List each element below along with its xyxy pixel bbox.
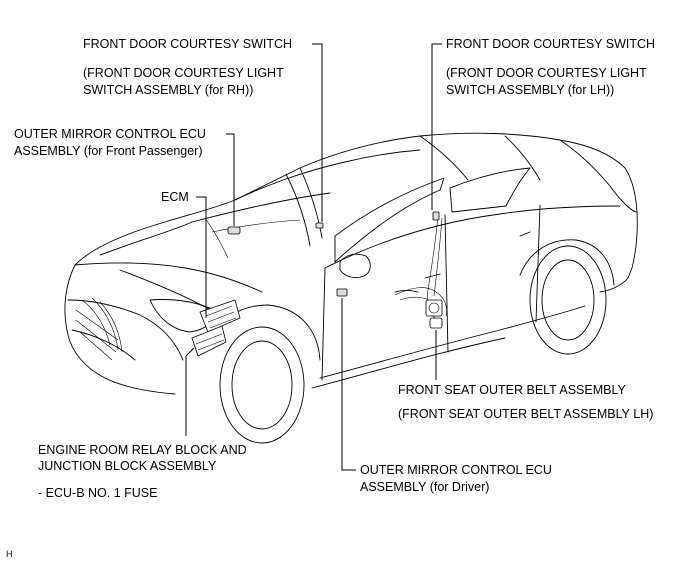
mirror-ecu-driver-part bbox=[336, 288, 348, 297]
component-markers bbox=[191, 211, 443, 357]
courtesy-switch-lh-sub2: SWITCH ASSEMBLY (for LH)) bbox=[446, 83, 614, 97]
seat-belt-line2: (FRONT SEAT OUTER BELT ASSEMBLY LH) bbox=[398, 407, 653, 421]
mirror-ecu-passenger-part bbox=[227, 226, 241, 235]
mirror-ecu-driver-line1: OUTER MIRROR CONTROL ECU bbox=[360, 463, 552, 477]
ecm-relay-block-part bbox=[191, 299, 241, 357]
courtesy-switch-lh-title: FRONT DOOR COURTESY SWITCH bbox=[446, 37, 655, 51]
courtesy-switch-rh-sub1: (FRONT DOOR COURTESY LIGHT bbox=[83, 66, 284, 80]
relay-block-line1: ENGINE ROOM RELAY BLOCK AND bbox=[38, 443, 247, 457]
labels: FRONT DOOR COURTESY SWITCH (FRONT DOOR C… bbox=[6, 37, 655, 559]
seat-belt-line1: FRONT SEAT OUTER BELT ASSEMBLY bbox=[398, 383, 627, 397]
courtesy-switch-rh-sub2: SWITCH ASSEMBLY (for RH)) bbox=[83, 83, 253, 97]
relay-block-line2: JUNCTION BLOCK ASSEMBLY bbox=[38, 459, 217, 473]
ecm-label: ECM bbox=[161, 190, 189, 204]
leader-lines bbox=[185, 43, 442, 471]
mirror-ecu-passenger-line1: OUTER MIRROR CONTROL ECU bbox=[14, 127, 206, 141]
courtesy-switch-lh-sub1: (FRONT DOOR COURTESY LIGHT bbox=[446, 66, 647, 80]
car-illustration bbox=[64, 132, 638, 444]
corner-mark: H bbox=[6, 549, 13, 559]
seat-belt-retractor-part bbox=[425, 299, 443, 329]
mirror-ecu-driver-line2: ASSEMBLY (for Driver) bbox=[360, 480, 489, 494]
courtesy-switch-rh-title: FRONT DOOR COURTESY SWITCH bbox=[83, 37, 292, 51]
mirror-ecu-passenger-line2: ASSEMBLY (for Front Passenger) bbox=[14, 144, 203, 158]
courtesy-switch-rh-part bbox=[315, 222, 324, 229]
courtesy-switch-lh-part bbox=[432, 211, 440, 221]
relay-block-sub: - ECU-B NO. 1 FUSE bbox=[38, 486, 157, 500]
